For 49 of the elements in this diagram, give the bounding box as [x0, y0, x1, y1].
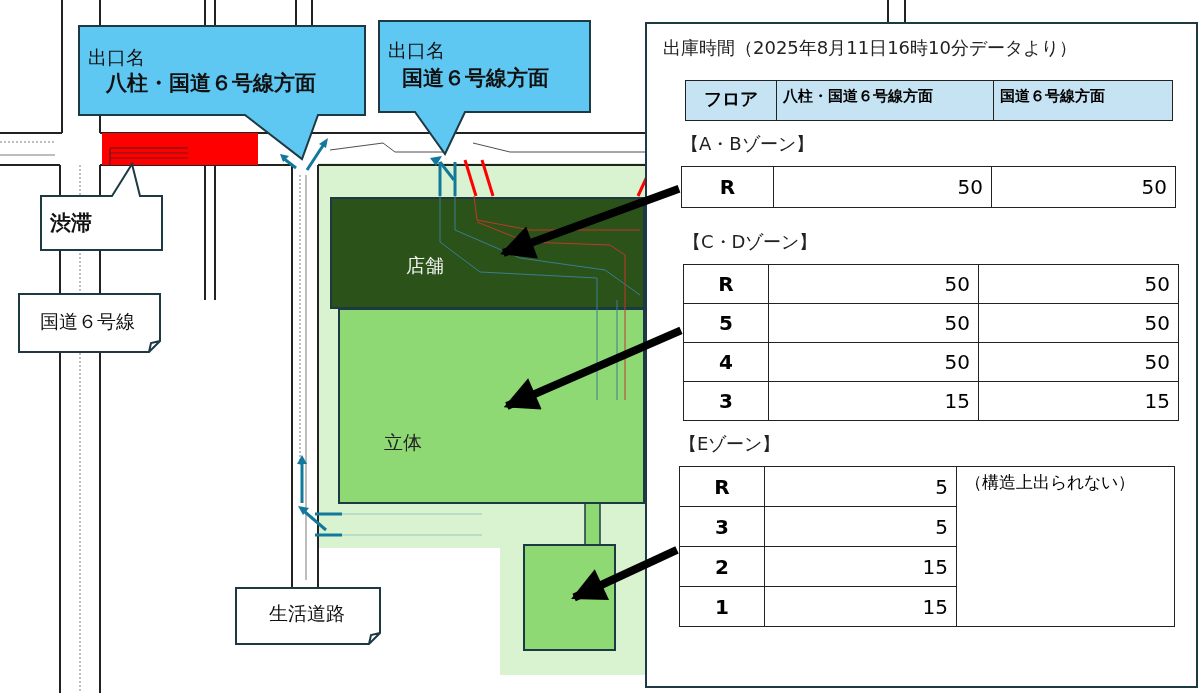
callout-text: 国道６号線方面 [402, 65, 549, 92]
value-cell: 50 [768, 342, 979, 382]
zone-heading: 【Eゾーン】 [679, 432, 782, 456]
building-box [338, 308, 645, 504]
callout-text: 生活道路 [269, 601, 345, 626]
value-cell: 50 [978, 303, 1179, 343]
floor-cell: 3 [683, 381, 769, 421]
value-cell: 50 [978, 342, 1179, 382]
column-header: 八柱・国道６号線方面 [776, 81, 993, 120]
value-cell: 5 [764, 466, 957, 507]
floor-cell: 1 [679, 586, 765, 627]
building-box [523, 544, 616, 651]
panel-title: 出庫時間（2025年8月11日16時10分データより） [663, 36, 1077, 60]
floor-cell: 4 [683, 342, 769, 382]
callout-text: 渋滞 [50, 210, 92, 237]
floor-cell: R [679, 466, 765, 507]
building-label: 店舗 [406, 253, 444, 278]
value-cell: 50 [768, 303, 979, 343]
value-cell: 50 [991, 166, 1176, 208]
building-label: 立体 [384, 430, 422, 455]
callout-bubble [78, 25, 366, 161]
callout-bubble [378, 20, 591, 156]
value-cell: 50 [773, 166, 992, 208]
floor-cell: 3 [679, 506, 765, 547]
floor-cell: 5 [683, 303, 769, 343]
arrow [571, 546, 679, 602]
note-cell: （構造上出られない） [956, 466, 1175, 627]
note-callout [18, 293, 161, 353]
zone-heading: 【A・Bゾーン】 [681, 132, 815, 156]
arrow [500, 185, 681, 259]
note-callout [40, 163, 163, 251]
floor-cell: 2 [679, 546, 765, 587]
floor-cell: R [683, 264, 769, 304]
callout-text: 出口名 [88, 45, 145, 70]
column-header: 国道６号線方面 [993, 81, 1174, 120]
callout-text: 国道６号線 [40, 309, 135, 334]
value-cell: 15 [978, 381, 1179, 421]
callout-text: 八柱・国道６号線方面 [106, 70, 316, 97]
value-cell: 50 [768, 264, 979, 304]
zone-heading: 【C・Dゾーン】 [683, 230, 819, 254]
callout-text: 出口名 [388, 38, 445, 63]
note-callout [235, 587, 381, 645]
value-cell: 15 [768, 381, 979, 421]
building-box [330, 197, 645, 309]
column-header: フロア [703, 87, 759, 111]
floor-cell: R [681, 166, 774, 208]
value-cell: 50 [978, 264, 1179, 304]
arrow [503, 326, 683, 410]
timetable-panel [645, 22, 1198, 688]
